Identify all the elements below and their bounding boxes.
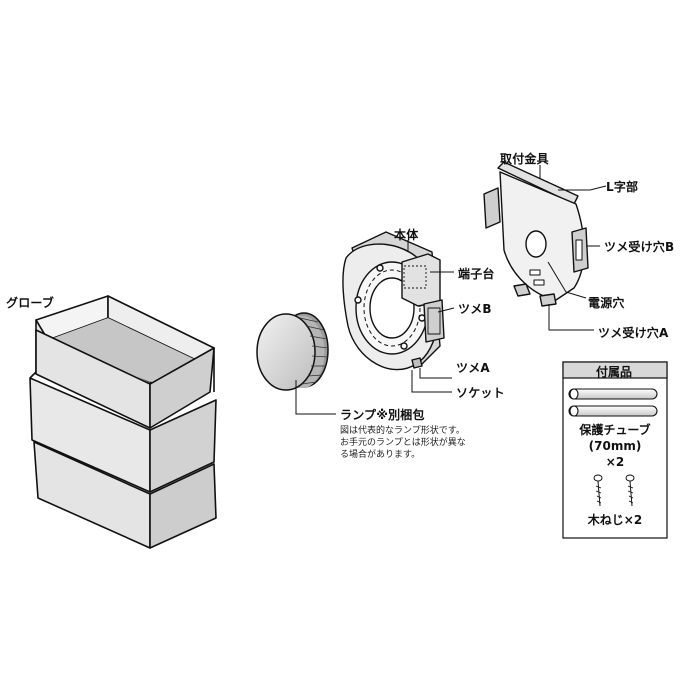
lamp xyxy=(256,312,329,391)
lamp-note-line: る場合があります。 xyxy=(340,450,421,460)
lamp-note-line: 図は代表的なランプ形状です。 xyxy=(340,426,465,436)
accessories-panel xyxy=(562,361,668,539)
main-body xyxy=(342,231,445,371)
body-label: 本体 xyxy=(394,228,419,242)
screw-caption: 木ねじ×2 xyxy=(587,513,643,527)
socket-label: ソケット xyxy=(456,386,505,400)
claw-b-label: ツメB xyxy=(458,302,492,316)
leader-lines xyxy=(295,165,607,415)
tube-qty: ×2 xyxy=(605,455,625,469)
tube-size: (70mm) xyxy=(588,439,642,453)
claw-hole-b-label: ツメ受け穴B xyxy=(604,240,675,254)
lamp-note: 図は代表的なランプ形状です。 お手元のランプとは形状が異な る場合があります。 xyxy=(340,425,466,461)
mount-label: 取付金具 xyxy=(500,152,549,166)
lamp-note-line: お手元のランプとは形状が異な xyxy=(340,438,466,448)
tube-caption: 保護チューブ (70mm) ×2 xyxy=(565,422,665,470)
l-part-label: L字部 xyxy=(606,180,639,194)
claw-a-label: ツメA xyxy=(456,361,490,375)
mounting-bracket xyxy=(483,161,589,307)
lamp-label: ランプ※別梱包 xyxy=(340,408,425,422)
accessories-title: 付属品 xyxy=(596,365,633,379)
globe-shade xyxy=(29,295,217,549)
globe-label: グローブ xyxy=(6,296,55,310)
protective-tube xyxy=(568,388,658,417)
power-hole-label: 電源穴 xyxy=(588,296,625,310)
tube-name: 保護チューブ xyxy=(579,423,651,437)
terminal-label: 端子台 xyxy=(458,267,495,281)
claw-hole-a-label: ツメ受け穴A xyxy=(598,326,669,340)
wood-screw xyxy=(593,474,635,507)
